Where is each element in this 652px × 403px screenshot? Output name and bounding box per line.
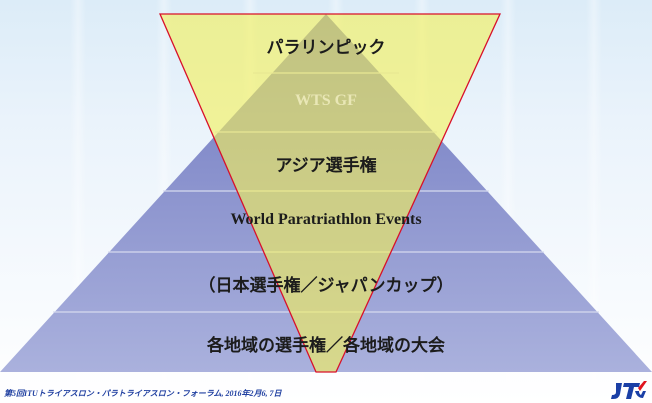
funnel-overlay — [159, 13, 502, 373]
jtu-logo-icon — [611, 381, 647, 399]
level-4-label: World Paratriathlon Events — [230, 211, 422, 228]
level-2-label: WTS GF — [295, 92, 357, 109]
level-5-label: （日本選手権／ジャパンカップ） — [198, 276, 454, 296]
level-3-label: アジア選手権 — [275, 156, 377, 176]
level-6-label: 各地域の選手権／各地域の大会 — [207, 336, 445, 356]
level-1-label: パラリンピック — [266, 38, 386, 58]
footer-caption: 第5回ITUトライアスロン・パラトライアスロン・フォーラム, 2016年2月6,… — [4, 389, 282, 398]
